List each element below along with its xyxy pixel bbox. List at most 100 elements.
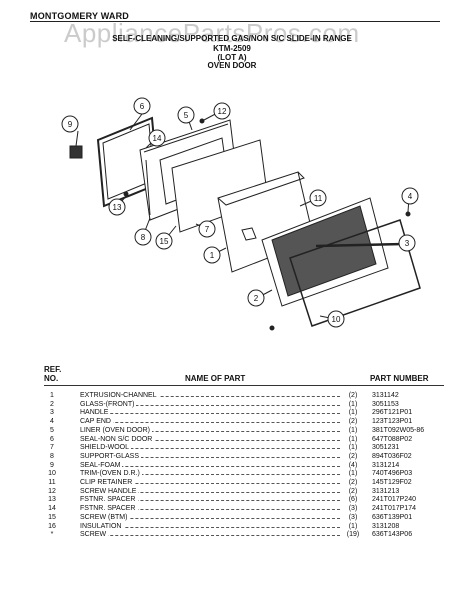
part-name: SEAL-NON S/C DOOR	[80, 435, 155, 444]
part-number: 241T017P240	[372, 496, 416, 504]
part-number: 145T129F02	[372, 479, 412, 486]
table-row: 9 SEAL-FOAM (4) 3131214	[0, 461, 464, 470]
leader-dashes	[80, 509, 340, 511]
ref-number: 12	[48, 487, 56, 495]
part-name: CLIP RETAINER	[80, 479, 135, 487]
callout-1: 1	[210, 251, 215, 260]
ref-number: 13	[48, 496, 56, 504]
table-row: 2 GLASS-(FRONT) (1) 3051153	[0, 400, 464, 409]
part-number: 636T143P06	[372, 531, 413, 539]
callout-3: 3	[405, 239, 410, 248]
table-rule	[44, 385, 444, 386]
leader-dashes	[80, 430, 340, 432]
part-name: SCREW	[80, 531, 109, 540]
ref-number: 5	[50, 426, 54, 434]
ref-number: 9	[50, 461, 54, 469]
callout-4: 4	[408, 192, 413, 201]
leader-dashes	[80, 456, 340, 458]
table-row: 13 FSTNR. SPACER (6) 241T017P240	[0, 496, 464, 505]
ref-number: 1	[50, 392, 54, 399]
ref-number: 16	[48, 522, 56, 530]
callout-13: 13	[113, 203, 122, 212]
lot-label: (LOT A)	[217, 53, 247, 62]
exploded-diagram: 6 5 12 9 14 13 8 15 7 11 1 2 3 4 10 16	[61, 97, 421, 331]
part-number: 3051231	[372, 444, 400, 452]
quantity: (2)	[342, 452, 364, 461]
leader-dashes	[80, 448, 340, 450]
table-row: 15 SCREW (BTM) (3) 636T139P01	[0, 513, 464, 522]
model-number: KTM-2509	[213, 44, 251, 53]
ref-number: 4	[50, 418, 54, 426]
part-number: 3051153	[372, 400, 399, 408]
quantity: (2)	[342, 418, 364, 427]
brand-title: MONTGOMERY WARD	[30, 11, 129, 21]
quantity: (4)	[342, 461, 364, 470]
header-rule	[30, 21, 440, 22]
quantity: (1)	[342, 470, 364, 479]
part-number-header: PART NUMBER	[370, 374, 429, 383]
quantity: (2)	[342, 487, 364, 496]
part-name: LINER (OVEN DOOR)	[80, 426, 153, 435]
part-number: 740T496P03	[372, 470, 413, 478]
part-number: 894T036F02	[372, 452, 412, 460]
part-name: EXTRUSION-CHANNEL	[80, 392, 159, 400]
part-name: HANDLE	[80, 409, 111, 418]
name-header: NAME OF PART	[185, 374, 246, 383]
callout-15: 15	[160, 237, 169, 246]
part-name: SCREW HANDLE	[80, 487, 139, 496]
part-number: 241T017P174	[372, 505, 416, 513]
leader-dashes	[80, 474, 340, 476]
part-number: 3131214	[372, 461, 400, 469]
leader-dashes	[80, 422, 340, 424]
quantity: (1)	[342, 400, 364, 409]
ref-number: 10	[48, 470, 56, 478]
watermark: AppliancePartsPros.com	[64, 18, 360, 48]
ref-number: 7	[50, 444, 54, 452]
part-name: FSTNR. SPACER	[80, 505, 138, 514]
quantity: (1)	[342, 435, 364, 444]
part-name: SCREW (BTM)	[80, 513, 130, 522]
callout-9: 9	[68, 120, 73, 129]
part-name: GLASS-(FRONT)	[80, 400, 137, 409]
callout-8: 8	[141, 233, 146, 242]
glass-part	[261, 197, 389, 307]
leader-dashes	[80, 500, 340, 502]
leader-dashes	[80, 483, 340, 484]
leader-dashes	[80, 491, 340, 493]
part-number: 123T123P01	[372, 418, 413, 426]
part-number: 636T139P01	[372, 513, 413, 521]
table-row: 4 CAP END (2) 123T123P01	[0, 418, 464, 427]
part-name: CAP END	[80, 418, 113, 427]
ref-number: 14	[48, 505, 56, 513]
quantity: (2)	[342, 479, 364, 487]
leader-dashes	[80, 404, 340, 406]
leader-dashes	[80, 526, 340, 528]
callout-7: 7	[205, 225, 210, 234]
quantity: (6)	[342, 496, 364, 505]
leader-dashes	[80, 535, 340, 537]
part-name: FSTNR. SPACER	[80, 496, 138, 505]
callout-12: 12	[218, 107, 227, 116]
ref-header: REF. NO.	[44, 365, 62, 383]
ref-number: 15	[48, 513, 56, 521]
ref-number: *	[50, 531, 54, 539]
callout-10: 10	[332, 315, 341, 324]
leader-dashes	[80, 413, 340, 415]
quantity: (3)	[342, 505, 364, 514]
part-name: SEAL-FOAM	[80, 461, 123, 470]
quantity: (1)	[342, 426, 364, 435]
quantity: (3)	[342, 513, 364, 522]
table-row: 14 FSTNR. SPACER (3) 241T017P174	[0, 505, 464, 514]
ref-number: 2	[50, 400, 54, 408]
callout-6: 6	[140, 102, 145, 111]
callout-2: 2	[254, 294, 259, 303]
part-name: INSULATION	[80, 522, 124, 531]
ref-number: 3	[50, 409, 54, 417]
